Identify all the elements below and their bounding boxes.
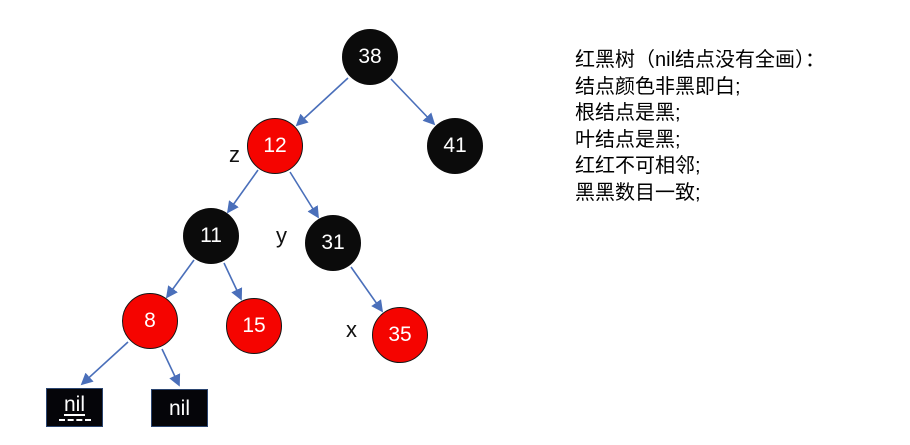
edge-8-nil-right [161, 348, 181, 387]
rules-title: 红黑树（nil结点没有全画）： [575, 49, 826, 71]
edge-12-11 [226, 169, 259, 214]
node-value: 11 [200, 224, 222, 247]
rule-line-5: 黑黑数目一致; [575, 181, 701, 204]
tree-node-nil-right: nil [151, 389, 208, 427]
edge-38-41 [390, 78, 436, 126]
node-value: 35 [388, 323, 412, 346]
tree-node-31: 31 [305, 215, 361, 271]
tree-node-35: 35 [372, 307, 428, 363]
node-value: 38 [358, 45, 382, 68]
rule-line-3: 叶结点是黑; [575, 128, 681, 151]
edge-12-31 [289, 171, 319, 219]
rules-text-block: 红黑树（nil结点没有全画）： 结点颜色非黑即白; 根结点是黑; 叶结点是黑; … [575, 47, 825, 206]
rule-line-4: 红红不可相邻; [575, 155, 701, 177]
nil-label: nil [168, 396, 190, 420]
tree-node-38: 38 [342, 29, 398, 85]
rule-line-2: 根结点是黑; [575, 102, 681, 124]
tree-node-11: 11 [183, 208, 239, 264]
tree-node-41: 41 [427, 118, 483, 174]
tree-node-8: 8 [122, 293, 178, 349]
node-value: 12 [263, 134, 287, 157]
edge-8-nil-left [80, 341, 129, 386]
node-value: 8 [144, 309, 156, 332]
edge-38-12 [295, 77, 349, 127]
tree-node-12: 12 [247, 118, 303, 174]
tree-node-nil-left: nil [46, 388, 103, 427]
rule-line-1: 结点颜色非黑即白; [575, 75, 741, 98]
nil-label: nil [63, 393, 85, 416]
node-value: 41 [443, 134, 467, 157]
edge-11-15 [223, 262, 243, 301]
pointer-label-y: y [276, 223, 287, 248]
dashed-underline [58, 419, 91, 421]
node-value: 31 [321, 231, 345, 254]
edge-11-8 [165, 259, 195, 299]
pointer-label-z: z [229, 142, 240, 167]
node-value: 15 [242, 314, 266, 337]
pointer-label-x: x [346, 317, 357, 342]
edge-31-35 [350, 266, 384, 313]
tree-node-15: 15 [226, 298, 282, 354]
